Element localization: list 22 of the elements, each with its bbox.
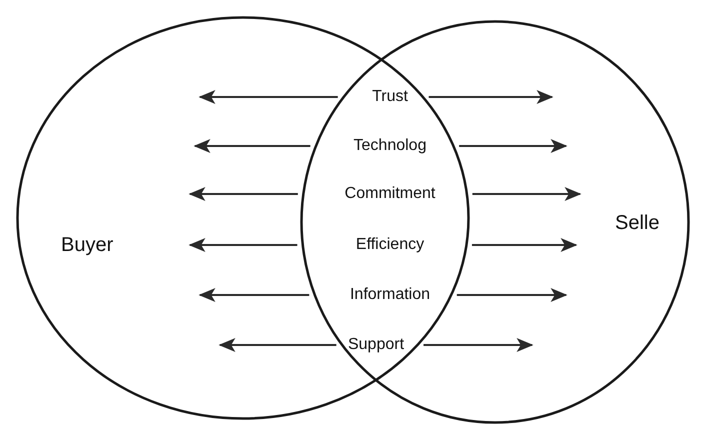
arrow xyxy=(198,90,338,104)
arrow xyxy=(472,238,578,252)
arrow xyxy=(218,338,336,352)
term-label: Commitment xyxy=(344,185,436,203)
venn-circle xyxy=(16,16,470,420)
circle-label: Selle xyxy=(615,212,660,235)
arrow xyxy=(188,187,298,201)
term-label: Information xyxy=(350,286,430,304)
circle-label: Buyer xyxy=(61,234,114,257)
arrow xyxy=(188,238,298,252)
term-label: Trust xyxy=(372,88,408,106)
term-label: Technolog xyxy=(354,137,426,155)
arrow xyxy=(428,90,554,104)
venn-circle xyxy=(300,20,690,424)
arrow xyxy=(456,288,568,302)
arrow xyxy=(459,139,568,153)
arrow xyxy=(198,288,310,302)
term-label: Support xyxy=(348,336,404,354)
term-label: Efficiency xyxy=(356,236,424,254)
arrow xyxy=(194,139,310,153)
arrow xyxy=(424,338,534,352)
arrow xyxy=(472,187,582,201)
